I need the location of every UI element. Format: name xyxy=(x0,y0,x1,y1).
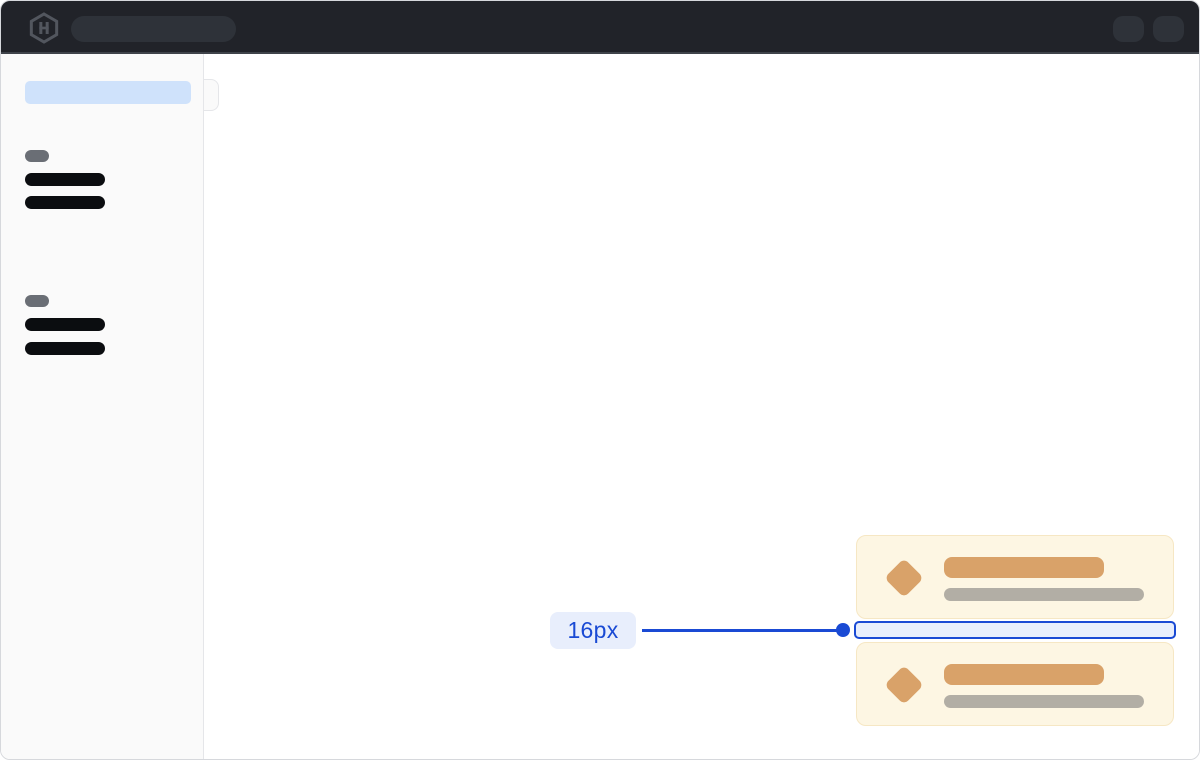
dot-icon xyxy=(836,623,850,637)
annotation-connector-line xyxy=(642,629,839,632)
diamond-icon xyxy=(884,665,924,705)
sidebar-item-skeleton[interactable] xyxy=(25,342,105,355)
user-menu-skeleton[interactable] xyxy=(1153,16,1184,42)
sidebar-item-skeleton[interactable] xyxy=(25,173,105,186)
card-subtitle-skeleton xyxy=(944,695,1144,708)
sidebar-section-header-skeleton xyxy=(25,295,49,307)
spacing-highlight-box xyxy=(854,621,1176,639)
sidebar-item-skeleton[interactable] xyxy=(25,318,105,331)
sidebar xyxy=(1,54,204,759)
card-subtitle-skeleton xyxy=(944,588,1144,601)
sidebar-selected-item-skeleton[interactable] xyxy=(25,81,191,104)
list-card[interactable] xyxy=(856,535,1174,619)
top-nav-bar xyxy=(1,1,1199,54)
sidebar-collapse-handle[interactable] xyxy=(204,79,219,111)
card-title-skeleton xyxy=(944,557,1104,578)
search-input-skeleton[interactable] xyxy=(71,16,236,42)
list-card[interactable] xyxy=(856,642,1174,726)
diamond-icon xyxy=(884,558,924,598)
card-title-skeleton xyxy=(944,664,1104,685)
spacing-annotation-label: 16px xyxy=(550,612,636,649)
main-content xyxy=(205,54,1199,759)
help-button-skeleton[interactable] xyxy=(1113,16,1144,42)
sidebar-item-skeleton[interactable] xyxy=(25,196,105,209)
sidebar-section-header-skeleton xyxy=(25,150,49,162)
hashicorp-logo-icon[interactable] xyxy=(29,12,59,44)
